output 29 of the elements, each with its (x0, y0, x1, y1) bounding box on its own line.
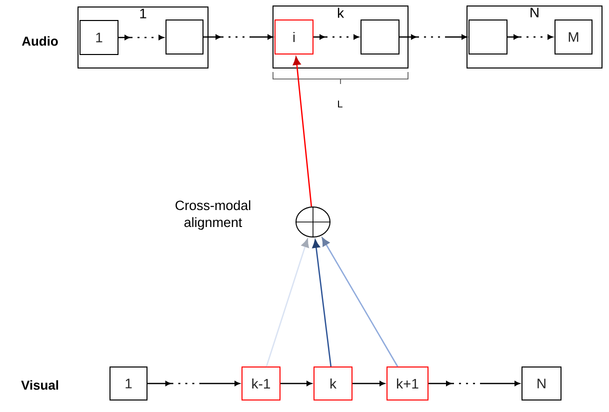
arrow (312, 240, 332, 367)
step-box: N (522, 366, 562, 400)
node-caption: Cross-modal alignment (176, 200, 250, 230)
arrow (352, 381, 385, 386)
arrow (314, 34, 359, 40)
empty-box (360, 20, 400, 54)
arrow (204, 34, 273, 40)
step-box: M (554, 20, 592, 54)
step-box: k (314, 366, 352, 400)
arrow (428, 381, 520, 386)
step-box: 1 (110, 366, 148, 400)
length-label: L (338, 100, 342, 108)
step-box: i (274, 20, 314, 54)
empty-box (166, 20, 204, 54)
arrow (148, 381, 240, 386)
sum-symbol (295, 206, 331, 238)
arrow (400, 34, 467, 40)
step-box: k+1 (386, 366, 428, 400)
arrow (266, 238, 309, 367)
arrow (322, 238, 398, 367)
arrow (280, 381, 312, 386)
arrow (508, 34, 553, 40)
arrow (118, 35, 164, 40)
arrow (292, 56, 312, 207)
row-label: Visual (21, 380, 58, 390)
step-box: k-1 (242, 366, 280, 400)
empty-box (468, 20, 508, 54)
step-box: 1 (80, 20, 118, 55)
row-label: Audio (22, 36, 58, 46)
